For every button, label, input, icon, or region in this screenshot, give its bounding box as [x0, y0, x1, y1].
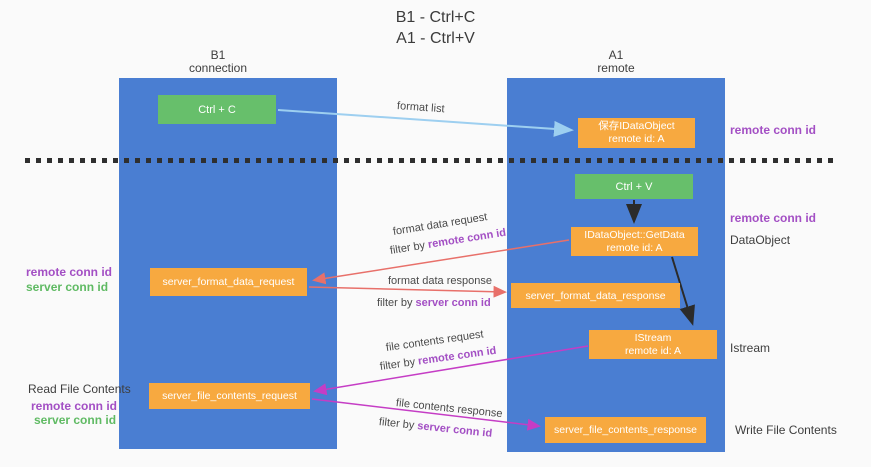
- server-format-data-response-label: server_format_data_response: [525, 289, 666, 302]
- server-format-data-request-box: server_format_data_request: [150, 268, 307, 296]
- istream-line2: remote id: A: [624, 345, 682, 357]
- istream-line1: IStream: [634, 332, 672, 344]
- getdata-line2: remote id: A: [606, 242, 663, 254]
- read-file-contents-label: Read File Contents: [28, 382, 131, 396]
- session-divider-dashed-line: [25, 158, 838, 163]
- column-b1-name: B1: [210, 48, 226, 62]
- server-format-data-response-box: server_format_data_response: [511, 283, 680, 308]
- save-idataobject-box: 保存IDataObject remote id: A: [578, 118, 695, 148]
- right-remote-conn-id-mid-label: remote conn id: [730, 211, 817, 225]
- save-idataobject-line1: 保存IDataObject: [598, 120, 675, 132]
- left-remote-conn-id-top-label: remote conn id: [26, 265, 113, 279]
- column-a1-name: A1: [608, 48, 624, 62]
- idataobject-getdata-box: IDataObject::GetData remote id: A: [571, 227, 698, 256]
- arrow-format-data-request: [312, 239, 570, 285]
- arrow-format-data-response: [308, 285, 507, 298]
- server-format-data-request-label: server_format_data_request: [162, 276, 295, 288]
- ctrl-v-box: Ctrl + V: [575, 174, 693, 199]
- format-data-response-filter-label: filter by server conn id: [377, 297, 491, 309]
- server-file-contents-request-box: server_file_contents_request: [149, 383, 310, 409]
- column-b1-subtitle: connection: [188, 61, 248, 75]
- arrow-getdata-to-istream: [671, 256, 695, 326]
- title-line-1: B1 - Ctrl+C: [395, 9, 476, 26]
- save-idataobject-line2: remote id: A: [608, 133, 665, 145]
- column-a1-subtitle: remote: [597, 61, 635, 75]
- arrow-format-list: [277, 109, 574, 137]
- arrow-file-contents-response: [311, 398, 541, 431]
- ctrl-v-label: Ctrl + V: [615, 180, 653, 193]
- istream-side-label: Istream: [730, 341, 771, 355]
- diagram-title: B1 - Ctrl+C A1 - Ctrl+V: [0, 7, 871, 49]
- column-header-b1: B1 connection: [118, 49, 318, 75]
- left-server-conn-id-bottom-label: server conn id: [34, 413, 117, 427]
- server-conn-id-text: server conn id: [415, 297, 491, 309]
- column-header-a1: A1 remote: [516, 49, 716, 75]
- arrow-file-contents-request: [313, 345, 589, 396]
- istream-box: IStream remote id: A: [589, 330, 717, 359]
- left-remote-conn-id-bottom-label: remote conn id: [31, 399, 118, 413]
- server-file-contents-response-label: server_file_contents_response: [553, 424, 697, 436]
- write-file-contents-label: Write File Contents: [735, 423, 837, 437]
- getdata-line1: IDataObject::GetData: [584, 229, 685, 241]
- format-data-response-label: format data response: [388, 275, 492, 287]
- dataobject-label: DataObject: [730, 233, 791, 247]
- server-file-contents-request-label: server_file_contents_request: [162, 390, 297, 402]
- left-server-conn-id-top-label: server conn id: [26, 280, 109, 294]
- title-line-2: A1 - Ctrl+V: [396, 30, 475, 47]
- ctrl-c-label: Ctrl + C: [198, 103, 236, 116]
- ctrl-c-box: Ctrl + C: [158, 95, 276, 124]
- server-file-contents-response-box: server_file_contents_response: [545, 417, 706, 443]
- filter-by-text: filter by: [377, 297, 416, 309]
- right-remote-conn-id-top-label: remote conn id: [730, 123, 817, 137]
